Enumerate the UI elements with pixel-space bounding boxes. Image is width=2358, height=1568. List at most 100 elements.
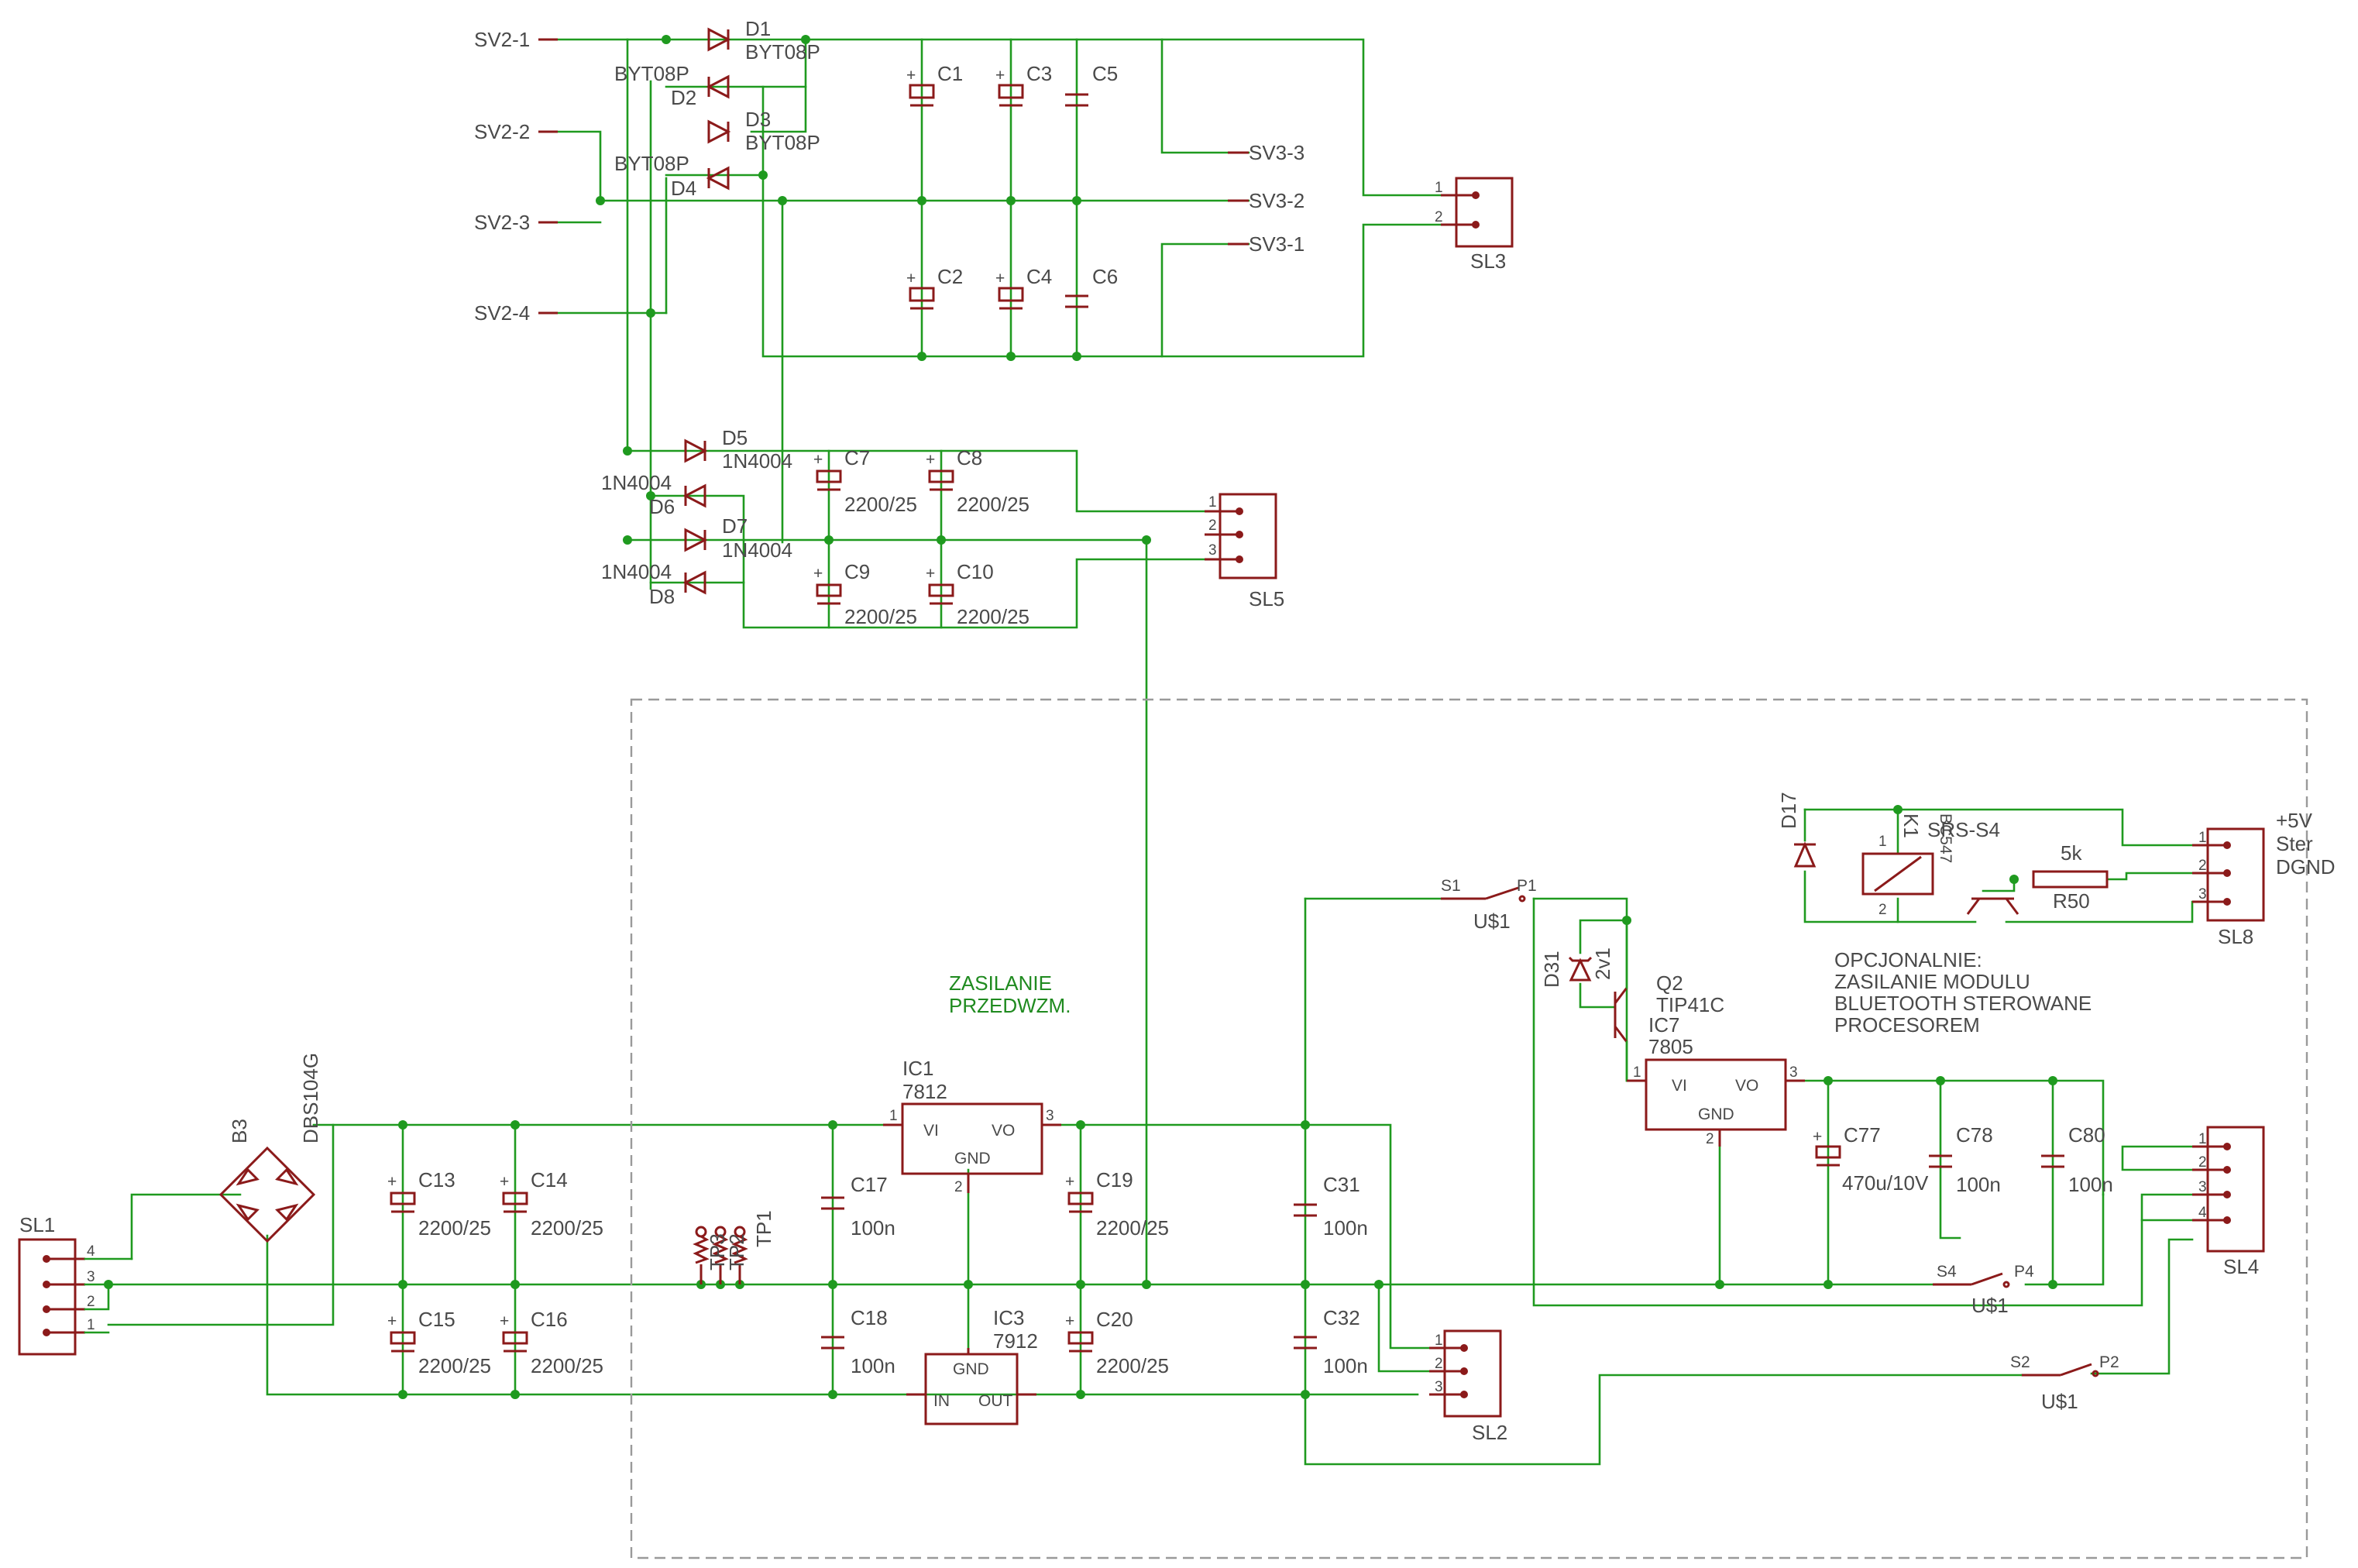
svg-text:2200/25: 2200/25	[531, 1216, 603, 1240]
sv3-header: SV3-3 SV3-2 SV3-1	[1228, 141, 1304, 256]
svg-text:1N4004: 1N4004	[601, 471, 672, 494]
cap-c20: +C20 2200/25	[1065, 1308, 1169, 1377]
svg-text:D17: D17	[1777, 792, 1800, 829]
svg-text:2: 2	[954, 1179, 963, 1195]
svg-text:C7: C7	[844, 446, 870, 469]
svg-text:TIP41C: TIP41C	[1656, 993, 1724, 1016]
switch-s2-p2: S2 P2 U$1	[2010, 1353, 2119, 1413]
svg-text:+: +	[926, 565, 935, 583]
note-zasilanie-1: ZASILANIE	[949, 971, 1052, 995]
cap-c2: +C2	[906, 265, 963, 310]
svg-text:GND: GND	[1698, 1106, 1734, 1123]
svg-text:SRS-S4: SRS-S4	[1927, 818, 2000, 841]
svg-text:C80: C80	[2068, 1123, 2105, 1147]
svg-text:+: +	[500, 1173, 509, 1191]
svg-text:2: 2	[1435, 209, 1443, 225]
svg-text:2: 2	[1706, 1131, 1714, 1147]
svg-text:S1: S1	[1441, 877, 1461, 895]
svg-text:C16: C16	[531, 1308, 568, 1331]
svg-text:100n: 100n	[851, 1216, 895, 1240]
svg-text:OPCJONALNIE:: OPCJONALNIE:	[1834, 948, 1982, 971]
svg-text:100n: 100n	[851, 1354, 895, 1377]
svg-text:C6: C6	[1092, 265, 1118, 288]
diode-d2: BYT08P D2	[614, 62, 730, 109]
svg-text:D3: D3	[745, 108, 771, 131]
svg-text:D7: D7	[722, 514, 748, 538]
switch-s4-p4: S4 P4 U$1	[1933, 1263, 2034, 1317]
svg-text:+: +	[813, 565, 823, 583]
note-zasilanie-2: PRZEDWZM.	[949, 994, 1071, 1017]
cap-c19: + C19 2200/25	[1065, 1168, 1169, 1240]
svg-text:1: 1	[2198, 830, 2207, 846]
sv2-2-label: SV2-2	[474, 120, 530, 143]
svg-text:B3: B3	[228, 1119, 251, 1143]
svg-text:1N4004: 1N4004	[722, 538, 792, 562]
svg-text:R50: R50	[2053, 889, 2090, 913]
svg-text:C18: C18	[851, 1306, 888, 1329]
svg-text:4: 4	[87, 1243, 95, 1260]
svg-text:+: +	[387, 1312, 397, 1330]
svg-text:2200/25: 2200/25	[1096, 1216, 1169, 1240]
svg-text:IC7: IC7	[1648, 1013, 1679, 1037]
svg-text:P2: P2	[2099, 1353, 2119, 1371]
svg-text:BLUETOOTH STEROWANE: BLUETOOTH STEROWANE	[1834, 992, 2092, 1015]
svg-text:D4: D4	[671, 177, 696, 200]
svg-text:PROCESOREM: PROCESOREM	[1834, 1013, 1980, 1037]
svg-text:SL3: SL3	[1470, 249, 1506, 273]
svg-text:S4: S4	[1937, 1263, 1957, 1281]
test-points: TP3 TP2 TP1	[693, 1210, 775, 1284]
connector-sl4: 1 2 3 4 SL4	[2192, 1126, 2265, 1278]
sv3-2-label: SV3-2	[1249, 189, 1304, 212]
svg-text:C4: C4	[1026, 265, 1052, 288]
svg-text:Ster: Ster	[2276, 832, 2313, 855]
cap-c18: C18 100n	[821, 1306, 895, 1377]
svg-text:+: +	[1065, 1173, 1074, 1191]
sv2-3-label: SV2-3	[474, 211, 530, 234]
svg-text:C20: C20	[1096, 1308, 1133, 1331]
svg-text:C14: C14	[531, 1168, 568, 1191]
svg-text:SL5: SL5	[1249, 587, 1284, 610]
svg-text:BYT08P: BYT08P	[745, 131, 820, 154]
svg-text:C19: C19	[1096, 1168, 1133, 1191]
relay-k1: 1 2 K1 SRS-S4 BC547	[1861, 813, 2000, 918]
svg-text:+: +	[906, 270, 916, 287]
svg-text:2200/25: 2200/25	[844, 493, 917, 516]
resistor-r50: 5k R50	[2032, 841, 2109, 913]
junction-dots	[104, 35, 2057, 1399]
cap-c6: C6	[1065, 265, 1118, 308]
svg-text:+5V: +5V	[2276, 809, 2313, 832]
cap-c8: +C8 2200/25	[926, 446, 1029, 516]
connector-sl3: 1 2 SL3	[1435, 177, 1514, 273]
svg-text:D6: D6	[649, 495, 675, 518]
svg-text:4: 4	[2198, 1205, 2207, 1221]
diode-d1: D1 BYT08P	[707, 17, 820, 64]
svg-text:1: 1	[1878, 834, 1887, 850]
cap-c16: +C16 2200/25	[500, 1308, 603, 1377]
cap-c3: +C3	[995, 62, 1052, 107]
svg-text:1: 1	[87, 1317, 95, 1333]
cap-c14: + C14 2200/25	[500, 1168, 603, 1240]
cap-c5: C5	[1065, 62, 1118, 107]
bridge-rectifier-b3: B3 DBS104G	[218, 1053, 322, 1243]
svg-text:3: 3	[1789, 1064, 1798, 1081]
sv3-3-label: SV3-3	[1249, 141, 1304, 164]
svg-text:2: 2	[2198, 858, 2207, 874]
switch-s1-p1: S1 P1 U$1	[1441, 877, 1537, 933]
svg-text:1: 1	[1633, 1064, 1641, 1081]
svg-text:BYT08P: BYT08P	[745, 40, 820, 64]
svg-text:+: +	[387, 1173, 397, 1191]
svg-text:SL8: SL8	[2218, 925, 2253, 948]
svg-text:3: 3	[2198, 1179, 2207, 1195]
svg-text:C1: C1	[937, 62, 963, 85]
svg-text:+: +	[500, 1312, 509, 1330]
connector-sl1: 4 3 2 1 SL1	[18, 1213, 133, 1356]
cap-c4: +C4	[995, 265, 1052, 310]
svg-text:1: 1	[1435, 180, 1443, 196]
svg-text:3: 3	[1046, 1108, 1054, 1124]
svg-text:BYT08P: BYT08P	[614, 62, 689, 85]
